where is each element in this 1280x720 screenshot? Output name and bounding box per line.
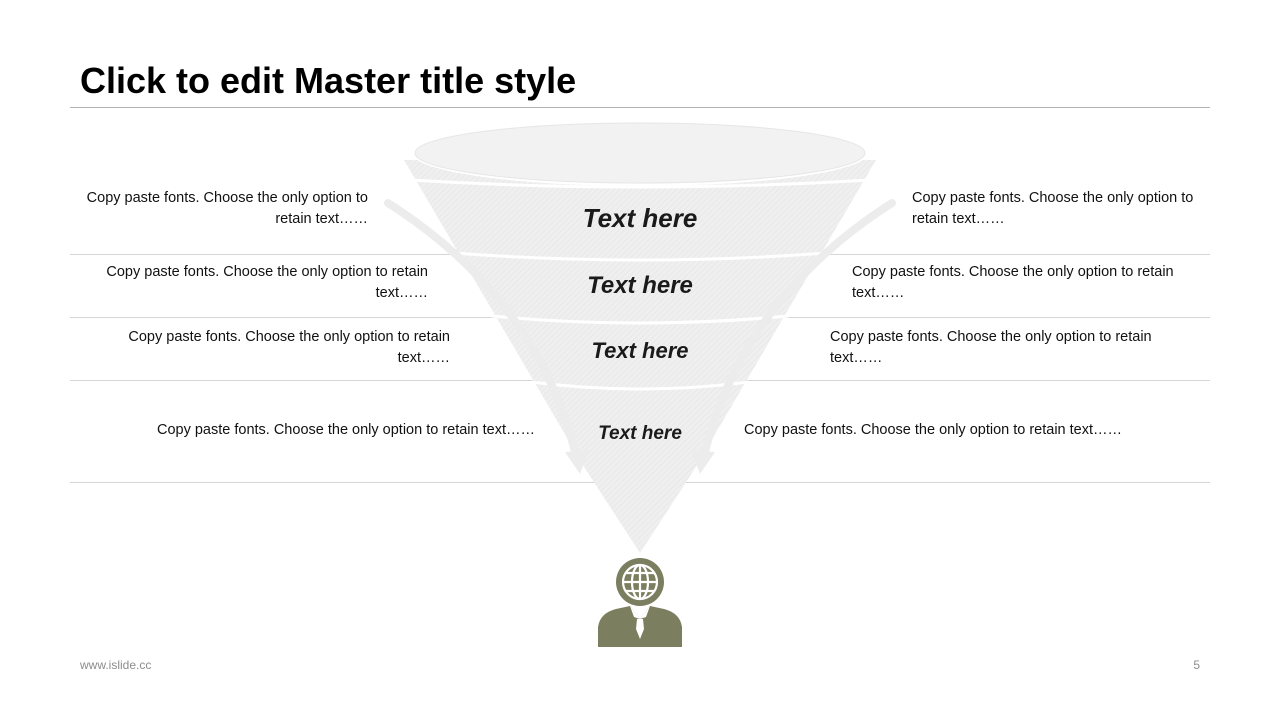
stage-description-right[interactable]: Copy paste fonts. Choose the only option… [912, 190, 1194, 227]
footer-url[interactable]: www.islide.cc [80, 658, 152, 672]
title-divider [70, 107, 1210, 108]
funnel-stage-separator [409, 178, 871, 189]
stage-description-left[interactable]: Copy paste fonts. Choose the only option… [106, 264, 428, 301]
stage-description-right[interactable]: Copy paste fonts. Choose the only option… [852, 264, 1174, 301]
right-arrow-head [691, 450, 715, 474]
funnel-stage-label[interactable]: Text here [591, 338, 689, 363]
funnel-stage-separator [491, 314, 789, 325]
stage-description-left[interactable]: Copy paste fonts. Choose the only option… [128, 329, 450, 366]
person-collar [630, 606, 650, 619]
globe-head-businessman-icon [598, 558, 682, 647]
stage-description-right[interactable]: Copy paste fonts. Choose the only option… [744, 422, 1123, 438]
funnel-stage-label[interactable]: Text here [598, 423, 682, 444]
person-tie [636, 619, 644, 639]
slide-title[interactable]: Click to edit Master title style [80, 60, 577, 101]
funnel-stage-label[interactable]: Text here [587, 272, 693, 299]
page-number: 5 [1193, 658, 1200, 672]
left-arrow-shaft [384, 199, 581, 464]
left-arrow-head [565, 450, 589, 474]
funnel-rim [414, 122, 866, 184]
stage-description-right[interactable]: Copy paste fonts. Choose the only option… [830, 329, 1152, 366]
funnel-stage-label[interactable]: Text here [582, 203, 698, 233]
right-arrow-shaft [699, 199, 896, 464]
stage-description-left[interactable]: Copy paste fonts. Choose the only option… [86, 190, 368, 227]
funnel-stage-separator [531, 380, 749, 391]
stage-description-left[interactable]: Copy paste fonts. Choose the only option… [156, 422, 535, 438]
funnel-stage-separator [453, 251, 827, 262]
